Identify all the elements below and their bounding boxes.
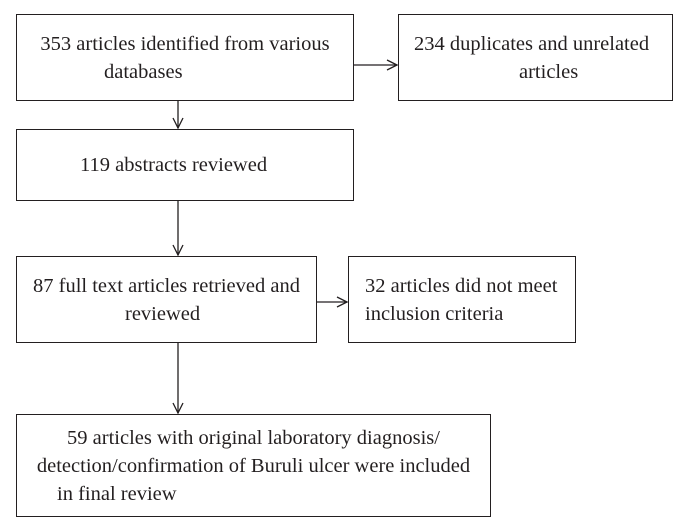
included-line-3: in final review [57, 482, 177, 505]
abstracts-reviewed-box: 119 abstracts reviewed [16, 129, 354, 201]
included-line-2: detection/confirmation of Buruli ulcer w… [36, 454, 471, 477]
abstracts-line-1: 119 abstracts reviewed [80, 154, 268, 176]
duplicates-line-1: 234 duplicates and unrelated [414, 32, 650, 55]
duplicates-line-2: articles [519, 60, 579, 83]
identified-articles-box: 353 articles identified from various dat… [16, 14, 354, 101]
identified-line-2: databases [104, 60, 183, 83]
duplicates-box: 234 duplicates and unrelated articles [398, 14, 673, 101]
identified-line-1: 353 articles identified from various [40, 32, 330, 55]
included-line-1: 59 articles with original laboratory dia… [67, 426, 440, 449]
fulltext-line-2: reviewed [125, 302, 201, 325]
fulltext-reviewed-box: 87 full text articles retrieved and revi… [16, 256, 317, 343]
excluded-line-1: 32 articles did not meet [365, 274, 558, 297]
fulltext-line-1: 87 full text articles retrieved and [33, 274, 300, 297]
excluded-articles-box: 32 articles did not meet inclusion crite… [348, 256, 576, 343]
excluded-line-2: inclusion criteria [365, 302, 504, 325]
included-articles-box: 59 articles with original laboratory dia… [16, 414, 491, 517]
